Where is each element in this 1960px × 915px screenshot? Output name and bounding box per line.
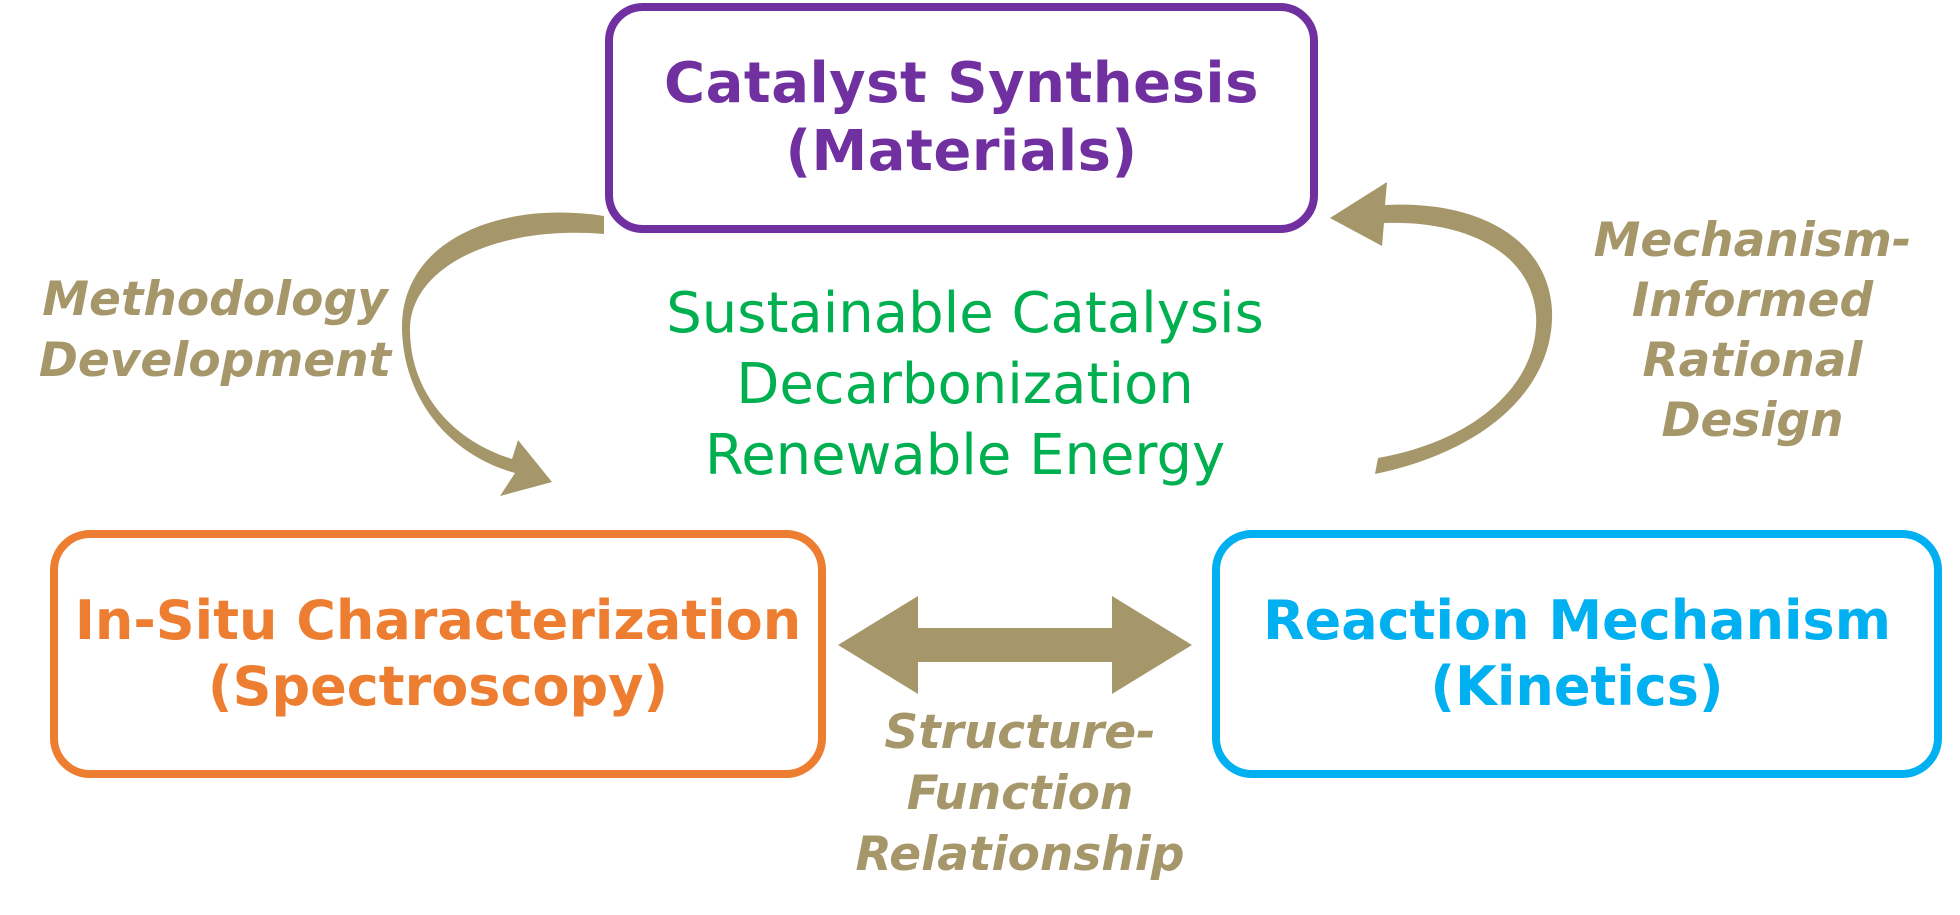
structure-function-label: Structure- Function Relationship bbox=[835, 702, 1205, 885]
mechanism-line-1: Mechanism- bbox=[1593, 213, 1912, 268]
methodology-line-1: Methodology bbox=[42, 272, 388, 327]
mechanism-line-2: Informed bbox=[1631, 273, 1874, 329]
center-goal-3: Renewable Energy bbox=[704, 423, 1226, 489]
in-situ-subtitle: (Spectroscopy) bbox=[207, 655, 669, 718]
mechanism-line-3: Rational bbox=[1642, 333, 1863, 389]
structure-function-double-arrow bbox=[838, 596, 1192, 694]
mechanism-informed-design-label: Mechanism- Informed Rational Design bbox=[1560, 211, 1945, 452]
in-situ-characterization-node: In-Situ Characterization (Spectroscopy) bbox=[50, 530, 826, 778]
reaction-mechanism-node: Reaction Mechanism (Kinetics) bbox=[1212, 530, 1942, 778]
catalyst-synthesis-node: Catalyst Synthesis (Materials) bbox=[605, 3, 1318, 233]
reaction-mechanism-subtitle: (Kinetics) bbox=[1430, 655, 1724, 718]
sfr-line-3: Relationship bbox=[855, 827, 1185, 883]
methodology-line-2: Development bbox=[38, 333, 392, 389]
rational-design-arrow bbox=[1330, 182, 1553, 474]
catalyst-synthesis-title: Catalyst Synthesis bbox=[664, 50, 1259, 116]
methodology-arrow bbox=[401, 212, 604, 497]
mechanism-line-4: Design bbox=[1661, 393, 1844, 449]
center-goal-1: Sustainable Catalysis bbox=[666, 281, 1264, 346]
methodology-development-label: Methodology Development bbox=[15, 269, 415, 391]
center-goals: Sustainable Catalysis Decarbonization Re… bbox=[640, 278, 1290, 491]
reaction-mechanism-title: Reaction Mechanism bbox=[1263, 589, 1891, 653]
sfr-line-2: Function bbox=[906, 766, 1134, 822]
catalyst-synthesis-subtitle: (Materials) bbox=[785, 119, 1138, 184]
sfr-line-1: Structure- bbox=[884, 705, 1156, 760]
in-situ-title: In-Situ Characterization bbox=[74, 589, 802, 653]
center-goal-2: Decarbonization bbox=[736, 352, 1194, 418]
